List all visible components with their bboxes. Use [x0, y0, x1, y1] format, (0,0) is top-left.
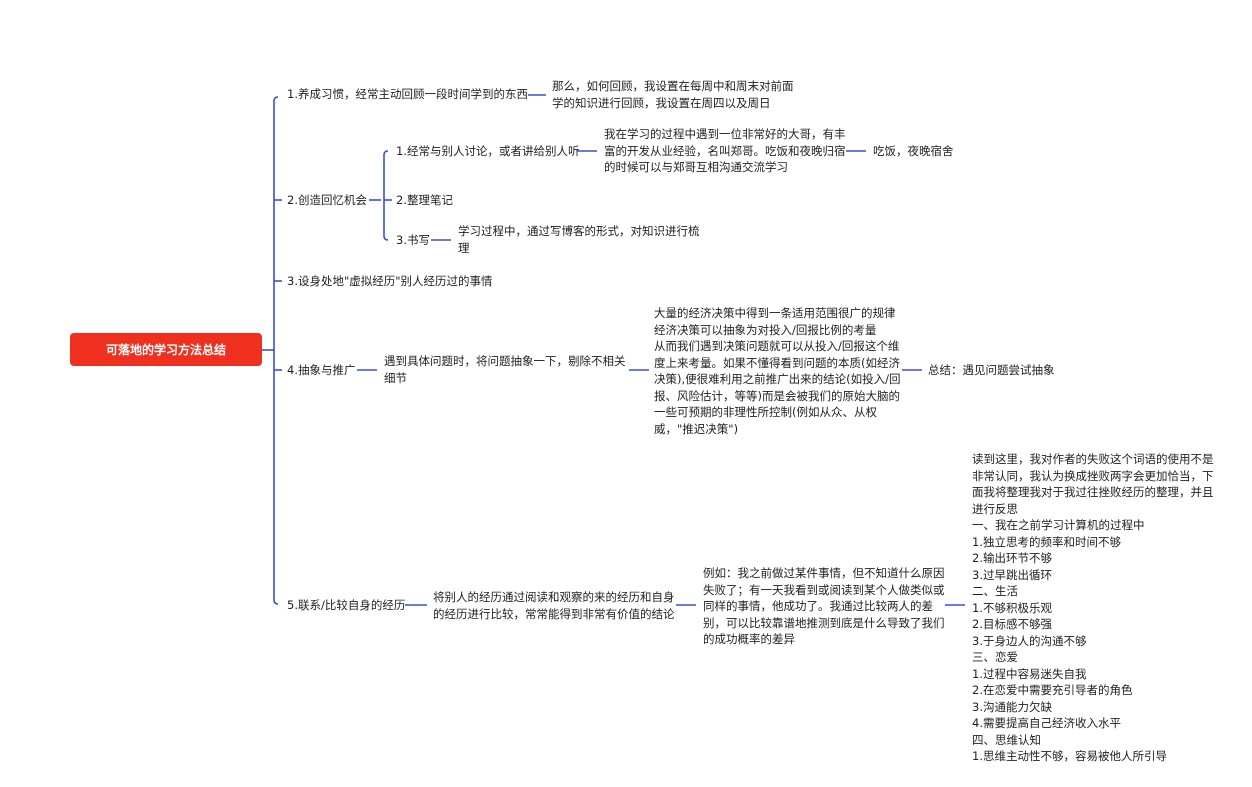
branch-5-child-2-line: 失败了；有一天我看到或阅读到某个人做类似或 — [703, 582, 945, 597]
branch-5-node[interactable]: 5.联系/比较自身的经历 — [287, 597, 405, 614]
branch-5-child-2-line: 的成功概率的差异 — [703, 632, 795, 646]
branch-5-child-3-line: 二、生活 — [972, 584, 1018, 598]
branch-2-child-1[interactable]: 1.经常与别人讨论，或者讲给别人听 — [396, 143, 579, 160]
branch-4-child-3-label: 总结：遇见问题尝试抽象 — [928, 363, 1055, 377]
branch-1-label: 1.养成习惯，经常主动回顾一段时间学到的东西 — [287, 87, 528, 101]
branch-5-child-1-line: 将别人的经历通过阅读和观察的来的经历和自身 — [433, 590, 675, 604]
branch-2-child-3[interactable]: 3.书写 — [396, 232, 430, 249]
branch-5-child-3-line: 1.独立思考的频率和时间不够 — [972, 534, 1121, 549]
branch-4-child-2-line: 从而我们遇到决策问题就可以从投入/回报这个维 — [654, 339, 900, 353]
branch-2-child-3-detail-line: 理 — [458, 240, 470, 255]
branch-1-detail-line: 学的知识进行回顾，我设置在周四以及周日 — [552, 95, 771, 110]
branch-2-child-1-detail[interactable]: 我在学习的过程中遇到一位非常好的大哥，有丰 富的开发从业经验，名叫郑哥。吃饭和夜… — [604, 126, 846, 176]
branch-4-label: 4.抽象与推广 — [287, 363, 356, 377]
branch-4-child-2-line: 大量的经济决策中得到一条适用范围很广的规律 — [654, 306, 896, 320]
branch-5-child-2[interactable]: 例如：我之前做过某件事情，但不知道什么原因 失败了；有一天我看到或阅读到某个人做… — [703, 565, 945, 648]
branch-1-detail-line: 那么，如何回顾，我设置在每周中和周末对前面 — [552, 79, 794, 93]
branch-1-detail[interactable]: 那么，如何回顾，我设置在每周中和周末对前面 学的知识进行回顾，我设置在周四以及周… — [552, 78, 794, 111]
branch-5-child-3-line: 1.思维主动性不够，容易被他人所引导 — [972, 749, 1167, 763]
branch-3-node[interactable]: 3.设身处地"虚拟经历"别人经历过的事情 — [287, 273, 493, 290]
branch-2-label: 2.创造回忆机会 — [287, 193, 367, 207]
branch-5-child-2-line: 例如：我之前做过某件事情，但不知道什么原因 — [703, 566, 945, 580]
branch-5-child-3-line: 面我将整理我对于我过往挫败经历的整理，并且 — [972, 485, 1214, 499]
branch-4-child-1[interactable]: 遇到具体问题时，将问题抽象一下，剔除不相关 细节 — [384, 353, 626, 386]
branch-5-child-3-line: 1.过程中容易迷失自我 — [972, 666, 1087, 681]
branch-2-child-3-detail-line: 学习过程中，通过写博客的形式，对知识进行梳 — [458, 224, 700, 238]
branch-4-child-2-line: 报、风险估计，等等)而是会被我们的原始大脑的 — [654, 388, 900, 403]
branch-2-node[interactable]: 2.创造回忆机会 — [287, 192, 367, 209]
branch-5-child-2-line: 同样的事情，他成功了。我通过比较两人的差 — [703, 599, 933, 613]
branch-5-child-3-line: 4.需要提高自己经济收入水平 — [972, 716, 1121, 730]
branch-4-child-2-line: 经济决策可以抽象为对投入/回报比例的考量 — [654, 322, 877, 337]
branch-1-node[interactable]: 1.养成习惯，经常主动回顾一段时间学到的东西 — [287, 86, 528, 103]
branch-5-child-1[interactable]: 将别人的经历通过阅读和观察的来的经历和自身 的经历进行比较，常常能得到非常有价值… — [433, 589, 675, 622]
branch-4-child-2-line: 威，"推迟决策") — [654, 421, 739, 436]
branch-2-child-1-detail-2-label: 吃饭，夜晚宿舍 — [873, 144, 954, 158]
branch-5-label: 5.联系/比较自身的经历 — [287, 598, 406, 612]
branch-5-child-3-line: 非常认同，我认为换成挫败两字会更加恰当，下 — [972, 468, 1214, 483]
branch-5-child-3-line: 进行反思 — [972, 501, 1018, 516]
branch-5-child-3-line: 三、恋爱 — [972, 650, 1018, 664]
branch-4-child-3[interactable]: 总结：遇见问题尝试抽象 — [928, 362, 1055, 379]
branch-4-child-1-line: 遇到具体问题时，将问题抽象一下，剔除不相关 — [384, 354, 626, 368]
branch-5-child-3-line: 3.过早跳出循环 — [972, 567, 1052, 582]
branch-3-label: 3.设身处地"虚拟经历"别人经历过的事情 — [287, 274, 493, 288]
branch-4-child-2-line: 一些可预期的非理性所控制(例如从众、从权 — [654, 405, 877, 419]
branch-5-child-3-line: 2.目标感不够强 — [972, 617, 1052, 631]
root-node[interactable]: 可落地的学习方法总结 — [70, 333, 262, 366]
branch-5-child-3[interactable]: 读到这里，我对作者的失败这个词语的使用不是 非常认同，我认为换成挫败两字会更加恰… — [972, 451, 1214, 765]
branch-2-child-2[interactable]: 2.整理笔记 — [396, 192, 453, 209]
spine-main — [273, 96, 279, 605]
branch-2-child-1-detail-line: 的时候可以与郑哥互相沟通交流学习 — [604, 160, 788, 174]
branch-4-child-2[interactable]: 大量的经济决策中得到一条适用范围很广的规律 经济决策可以抽象为对投入/回报比例的… — [654, 305, 901, 437]
branch-2-child-1-detail-2[interactable]: 吃饭，夜晚宿舍 — [873, 143, 954, 160]
branch-5-child-3-line: 四、思维认知 — [972, 732, 1041, 747]
spine-b2 — [383, 150, 389, 241]
branch-4-child-2-line: 度上来考量。如果不懂得看到问题的本质(如经济 — [654, 355, 900, 370]
branch-2-child-1-label: 1.经常与别人讨论，或者讲给别人听 — [396, 144, 580, 158]
branch-5-child-3-line: 3.于身边人的沟通不够 — [972, 633, 1087, 648]
branch-4-child-2-line: 决策),便很难利用之前推广出来的结论(如投入/回 — [654, 372, 901, 386]
branch-5-child-3-line: 1.不够积极乐观 — [972, 600, 1052, 615]
branch-5-child-3-line: 读到这里，我对作者的失败这个词语的使用不是 — [972, 452, 1214, 466]
branch-5-child-3-line: 2.输出环节不够 — [972, 551, 1052, 565]
root-label: 可落地的学习方法总结 — [105, 343, 226, 357]
branch-5-child-2-line: 别，可以比较靠谱地推测到底是什么导致了我们 — [703, 615, 945, 630]
branch-2-child-3-label: 3.书写 — [396, 233, 430, 247]
branch-2-child-3-detail[interactable]: 学习过程中，通过写博客的形式，对知识进行梳 理 — [458, 223, 700, 256]
branch-2-child-1-detail-line: 我在学习的过程中遇到一位非常好的大哥，有丰 — [604, 127, 846, 141]
branch-5-child-1-line: 的经历进行比较，常常能得到非常有价值的结论 — [433, 606, 675, 621]
branch-2-child-2-label: 2.整理笔记 — [396, 193, 453, 207]
branch-2-child-1-detail-line: 富的开发从业经验，名叫郑哥。吃饭和夜晚归宿 — [604, 143, 846, 158]
branch-5-child-3-line: 3.沟通能力欠缺 — [972, 699, 1052, 714]
branch-4-child-1-line: 细节 — [384, 370, 407, 385]
branch-5-child-3-line: 2.在恋爱中需要充引导者的角色 — [972, 683, 1133, 697]
branch-5-child-3-line: 一、我在之前学习计算机的过程中 — [972, 518, 1145, 532]
branch-4-node[interactable]: 4.抽象与推广 — [287, 362, 355, 379]
